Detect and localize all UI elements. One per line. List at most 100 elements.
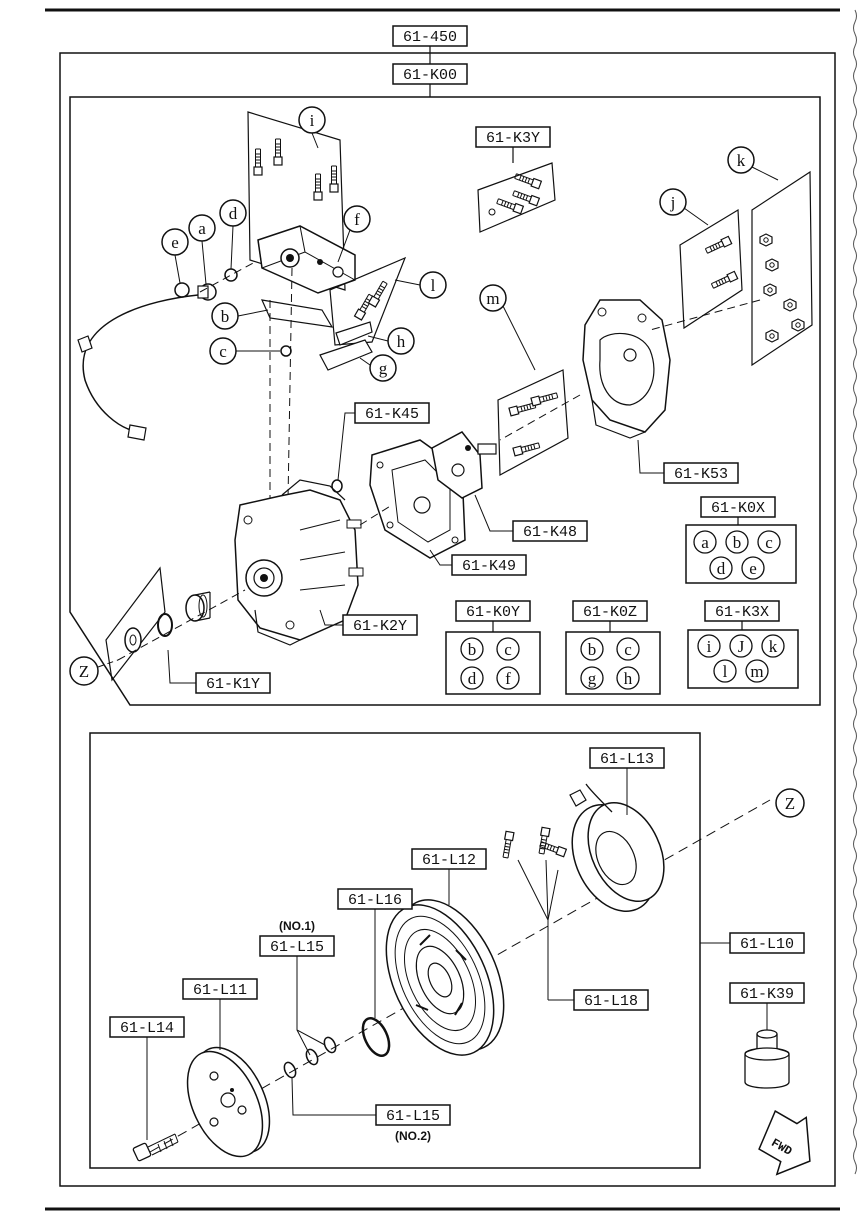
armature-plate-l11	[186, 1046, 271, 1158]
svg-text:61-K39: 61-K39	[740, 986, 794, 1003]
svg-text:61-L14: 61-L14	[120, 1020, 174, 1037]
svg-text:61-L10: 61-L10	[740, 936, 794, 953]
label-61-l14[interactable]: 61-L14	[109, 1016, 185, 1038]
label-61-k2y[interactable]: 61-K2Y	[342, 614, 418, 636]
svg-text:a: a	[701, 533, 709, 552]
label-61-k45[interactable]: 61-K45	[354, 402, 430, 424]
label-61-k39[interactable]: 61-K39	[729, 982, 805, 1004]
callout-a[interactable]: a	[188, 214, 216, 242]
label-61-l10[interactable]: 61-L10	[729, 932, 805, 954]
label-61-k48[interactable]: 61-K48	[512, 520, 588, 542]
kit-k0x[interactable]: 61-K0X a b c d e	[685, 496, 797, 584]
kit-k0z[interactable]: 61-K0Z b c g h	[565, 600, 661, 695]
callout-e[interactable]: e	[161, 228, 189, 256]
plate-g	[319, 339, 373, 371]
svg-text:61-L11: 61-L11	[193, 982, 247, 999]
clutch-frame	[89, 732, 701, 1169]
binding-edge	[853, 9, 857, 1175]
shim-no1-a	[323, 1036, 337, 1054]
svg-text:e: e	[749, 559, 757, 578]
label-61-k53[interactable]: 61-K53	[663, 462, 739, 484]
callout-k[interactable]: k	[727, 146, 755, 174]
rear-housing-k53	[582, 299, 671, 439]
svg-text:61-K1Y: 61-K1Y	[206, 676, 260, 693]
valve-plate-k48	[431, 431, 497, 499]
svg-text:61-K3Y: 61-K3Y	[486, 130, 540, 147]
o-ring-k45	[331, 479, 343, 493]
svg-text:f: f	[354, 210, 360, 229]
kit-k3x[interactable]: 61-K3X i J k l m	[687, 600, 799, 689]
svg-text:61-K2Y: 61-K2Y	[353, 618, 407, 635]
label-61-k49[interactable]: 61-K49	[451, 554, 527, 576]
svg-text:b: b	[733, 533, 742, 552]
svg-text:g: g	[379, 359, 388, 378]
label-61-l12[interactable]: 61-L12	[411, 848, 487, 870]
callout-z-bottom[interactable]: Z	[775, 788, 805, 818]
svg-text:Z: Z	[785, 794, 795, 813]
svg-text:d: d	[468, 669, 477, 688]
label-61-k00[interactable]: 61-K00	[392, 63, 468, 85]
svg-text:m: m	[486, 289, 499, 308]
control-valve-block	[257, 225, 356, 294]
svg-text:b: b	[588, 640, 597, 659]
svg-text:f: f	[505, 669, 511, 688]
seal-kit-k1y-panel	[105, 566, 166, 682]
svg-text:a: a	[198, 219, 206, 238]
callout-h[interactable]: h	[387, 327, 415, 355]
compressor-body-k2y	[234, 479, 364, 646]
callout-c[interactable]: c	[209, 337, 237, 365]
svg-text:61-L15: 61-L15	[386, 1108, 440, 1125]
note-no2: (NO.2)	[395, 1129, 431, 1143]
compressor-frame	[69, 96, 821, 706]
svg-text:d: d	[717, 559, 726, 578]
callout-z-top[interactable]: Z	[69, 656, 99, 686]
adapter-k39	[744, 1029, 790, 1089]
label-61-l13[interactable]: 61-L13	[589, 747, 665, 769]
svg-text:61-K48: 61-K48	[523, 524, 577, 541]
label-61-l18[interactable]: 61-L18	[573, 989, 649, 1011]
svg-text:61-K0Y: 61-K0Y	[466, 604, 520, 621]
callout-f[interactable]: f	[343, 205, 371, 233]
bolt-group-m-panel	[497, 369, 569, 476]
svg-text:j: j	[670, 193, 676, 212]
label-61-k1y[interactable]: 61-K1Y	[195, 672, 271, 694]
nut-group-k-panel	[751, 170, 813, 367]
svg-text:d: d	[229, 204, 238, 223]
svg-text:61-K0Z: 61-K0Z	[583, 604, 637, 621]
svg-text:c: c	[504, 640, 512, 659]
svg-text:m: m	[750, 662, 763, 681]
svg-text:61-K3X: 61-K3X	[715, 604, 769, 621]
label-61-450[interactable]: 61-450	[392, 25, 468, 47]
svg-text:i: i	[707, 637, 712, 656]
svg-text:61-K53: 61-K53	[674, 466, 728, 483]
callout-j[interactable]: j	[659, 188, 687, 216]
label-61-l16[interactable]: 61-L16	[337, 888, 413, 910]
svg-text:61-K0X: 61-K0X	[711, 500, 765, 517]
svg-text:g: g	[588, 669, 597, 688]
outer-frame	[59, 52, 836, 1187]
svg-text:61-L15: 61-L15	[270, 939, 324, 956]
svg-text:l: l	[723, 662, 728, 681]
svg-text:c: c	[219, 342, 227, 361]
callout-d[interactable]: d	[219, 199, 247, 227]
snap-ring-l16	[361, 1017, 391, 1057]
svg-text:c: c	[624, 640, 632, 659]
callout-l[interactable]: l	[419, 271, 447, 299]
kit-k0y[interactable]: 61-K0Y b c d f	[445, 600, 541, 695]
svg-text:61-K45: 61-K45	[365, 406, 419, 423]
callout-i[interactable]: i	[298, 106, 326, 134]
svg-text:c: c	[765, 533, 773, 552]
label-61-l15-no2[interactable]: 61-L15	[375, 1104, 451, 1126]
callout-b[interactable]: b	[211, 302, 239, 330]
label-61-l15-no1[interactable]: 61-L15	[259, 935, 335, 957]
svg-text:61-K49: 61-K49	[462, 558, 516, 575]
svg-text:61-L12: 61-L12	[422, 852, 476, 869]
svg-text:e: e	[171, 233, 179, 252]
label-61-l11[interactable]: 61-L11	[182, 978, 258, 1000]
snap-ring-e	[174, 282, 190, 298]
callout-g[interactable]: g	[369, 354, 397, 382]
callout-m[interactable]: m	[479, 284, 507, 312]
label-61-k3y[interactable]: 61-K3Y	[475, 126, 551, 148]
